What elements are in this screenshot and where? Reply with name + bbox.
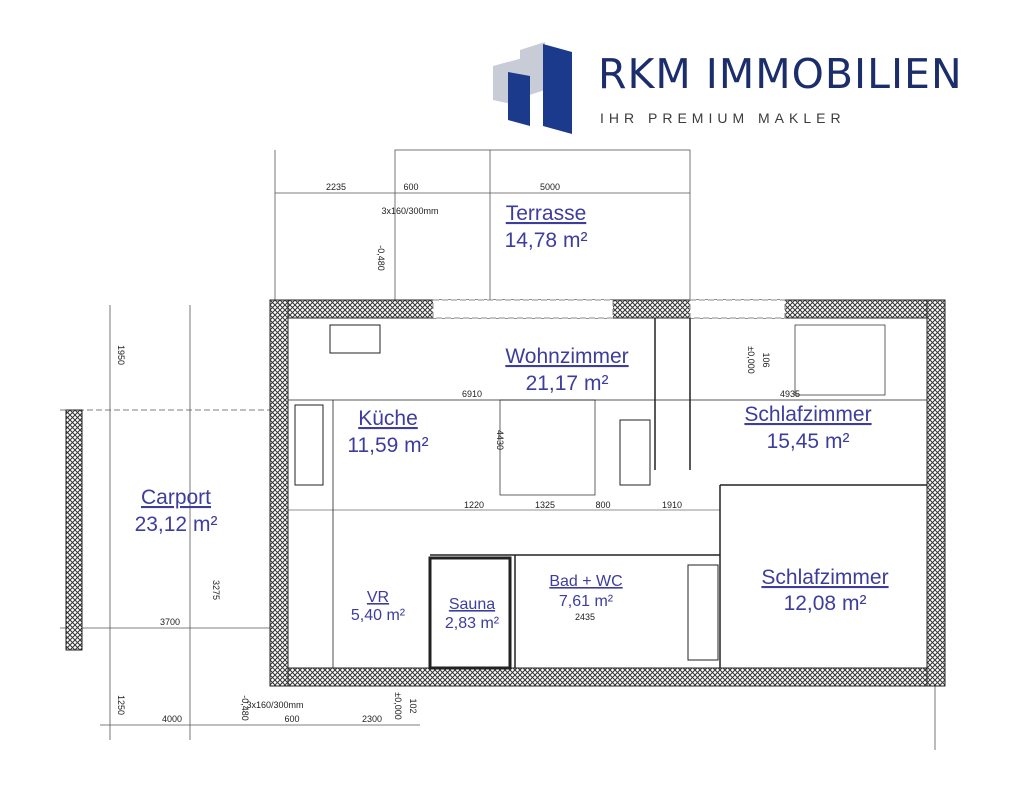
- dimension-label: -0,480: [376, 245, 386, 271]
- room-label: 11,59 m²: [347, 434, 428, 457]
- dimension-label: 4935: [780, 389, 800, 399]
- room-bad-wc: Bad + WC 7,61 m²: [549, 573, 622, 610]
- room-label: Schlafzimmer: [761, 566, 888, 589]
- dimension-label: 1325: [535, 500, 555, 510]
- dimension-label: 800: [595, 500, 610, 510]
- brand-name: RKM IMMOBILIEN: [598, 50, 963, 98]
- dimension-labels: 2235 600 5000 3x160/300mm 3x160/300mm -0…: [116, 182, 800, 724]
- dimension-label: 3x160/300mm: [381, 206, 438, 216]
- room-vr: VR 5,40 m²: [351, 589, 406, 624]
- room-label: Carport: [141, 486, 211, 509]
- dimension-label: 4430: [495, 430, 505, 450]
- room-label: 15,45 m²: [767, 430, 850, 453]
- room-label: Küche: [358, 407, 418, 430]
- dimension-label: 600: [403, 182, 418, 192]
- dimension-label: 5000: [540, 182, 560, 192]
- dimension-label: 3275: [211, 580, 221, 600]
- room-terrasse: Terrasse 14,78 m²: [505, 202, 588, 252]
- room-label: 23,12 m²: [135, 513, 218, 536]
- room-label: Terrasse: [506, 202, 587, 225]
- room-label: 21,17 m²: [526, 372, 609, 395]
- logo-mark-icon: [493, 42, 572, 134]
- dimension-label: 4000: [162, 714, 182, 724]
- room-label: 14,78 m²: [505, 229, 588, 252]
- room-label: 7,61 m²: [559, 593, 614, 610]
- room-label: Wohnzimmer: [505, 345, 628, 368]
- dimension-label: 2235: [326, 182, 346, 192]
- room-label: Bad + WC: [549, 573, 622, 590]
- dimension-label: ±0,000: [393, 692, 403, 719]
- company-logo: RKM IMMOBILIEN IHR PREMIUM MAKLER: [490, 38, 1010, 138]
- room-wohnzimmer: Wohnzimmer 21,17 m²: [505, 345, 628, 395]
- dimension-label: 102: [408, 698, 418, 713]
- dimension-label: 6910: [462, 389, 482, 399]
- room-schlafzimmer-1: Schlafzimmer 15,45 m²: [744, 403, 871, 453]
- dimension-label: 1950: [116, 345, 126, 365]
- dimension-label: 2435: [575, 612, 595, 622]
- room-label: Sauna: [449, 596, 495, 613]
- dimension-label: 3700: [160, 617, 180, 627]
- room-label: Schlafzimmer: [744, 403, 871, 426]
- room-schlafzimmer-2: Schlafzimmer 12,08 m²: [761, 566, 888, 615]
- dimension-label: 2300: [362, 714, 382, 724]
- room-carport: Carport 23,12 m²: [135, 486, 218, 536]
- room-label: 5,40 m²: [351, 607, 406, 624]
- inner-walls: [288, 318, 927, 670]
- room-label: VR: [367, 589, 389, 606]
- dimension-label: ±0,000: [746, 346, 756, 373]
- room-sauna: Sauna 2,83 m²: [445, 596, 500, 632]
- outer-walls: [65, 299, 946, 687]
- dimension-label: -0,480: [240, 695, 250, 721]
- room-kueche: Küche 11,59 m²: [347, 407, 428, 457]
- room-label: 12,08 m²: [784, 592, 867, 615]
- room-label: 2,83 m²: [445, 615, 500, 632]
- dimension-label: 106: [761, 352, 771, 367]
- dimension-label: 1250: [116, 695, 126, 715]
- dimension-label: 1220: [464, 500, 484, 510]
- brand-tagline: IHR PREMIUM MAKLER: [600, 110, 846, 126]
- dimension-label: 3x160/300mm: [246, 700, 303, 710]
- dimension-label: 1910: [662, 500, 682, 510]
- dimension-label: 600: [284, 714, 299, 724]
